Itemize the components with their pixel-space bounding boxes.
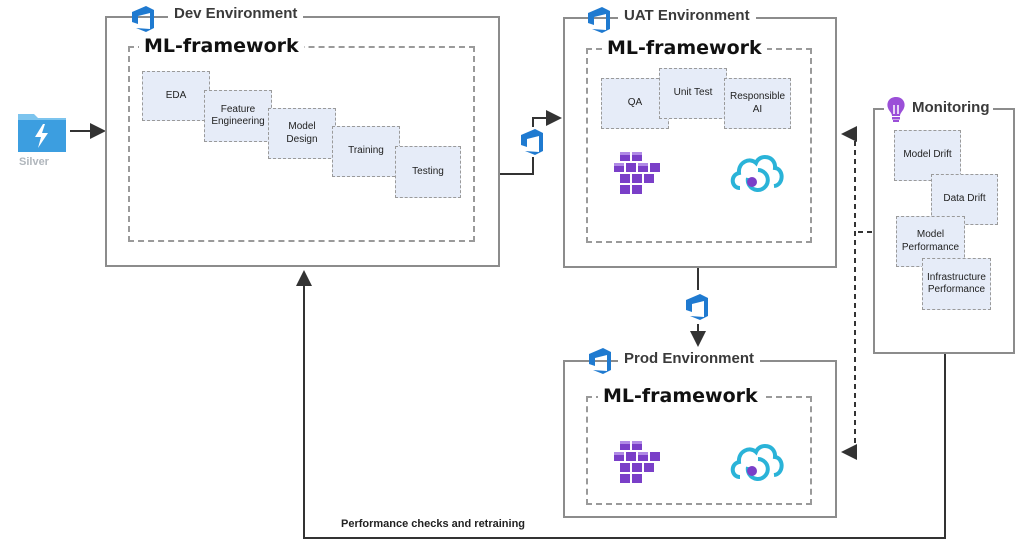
azure-devops-icon [682,292,714,322]
step-feature-engineering: Feature Engineering [204,90,272,142]
azure-devops-icon [584,5,616,35]
monitor-infrastructure-performance: Infrastructure Performance [922,258,991,310]
ml-endpoint-cloud-icon [728,437,784,485]
devops-to-uat-arrow [532,110,562,128]
ml-endpoint-cloud-icon [728,148,784,196]
step-model-design: Model Design [268,108,336,159]
azure-devops-icon [128,4,160,34]
step-qa: QA [601,78,669,129]
monitor-model-drift: Model Drift [894,130,961,181]
prod-framework-title: ML-framework [598,385,763,407]
azure-devops-icon [585,346,617,376]
step-training: Training [332,126,400,177]
prod-environment-title: Prod Environment [618,350,761,367]
container-registry-icon [614,150,660,196]
monitoring-title: Monitoring [908,99,994,116]
uat-framework-title: ML-framework [602,37,767,59]
dev-environment-title: Dev Environment [168,5,304,22]
feedback-loop-arrow [296,270,946,539]
dev-framework-title: ML-framework [139,35,304,57]
azure-devops-icon [517,127,549,157]
uat-environment-title: UAT Environment [618,7,756,24]
storage-folder-icon [16,108,68,154]
container-registry-icon [614,439,660,485]
lightbulb-icon [884,95,908,123]
step-testing: Testing [395,146,461,198]
step-eda: EDA [142,71,210,121]
step-unit-test: Unit Test [659,68,727,119]
step-responsible-ai: Responsible AI [724,78,791,129]
source-label: Silver [19,156,49,168]
feedback-label: Performance checks and retraining [341,518,526,530]
